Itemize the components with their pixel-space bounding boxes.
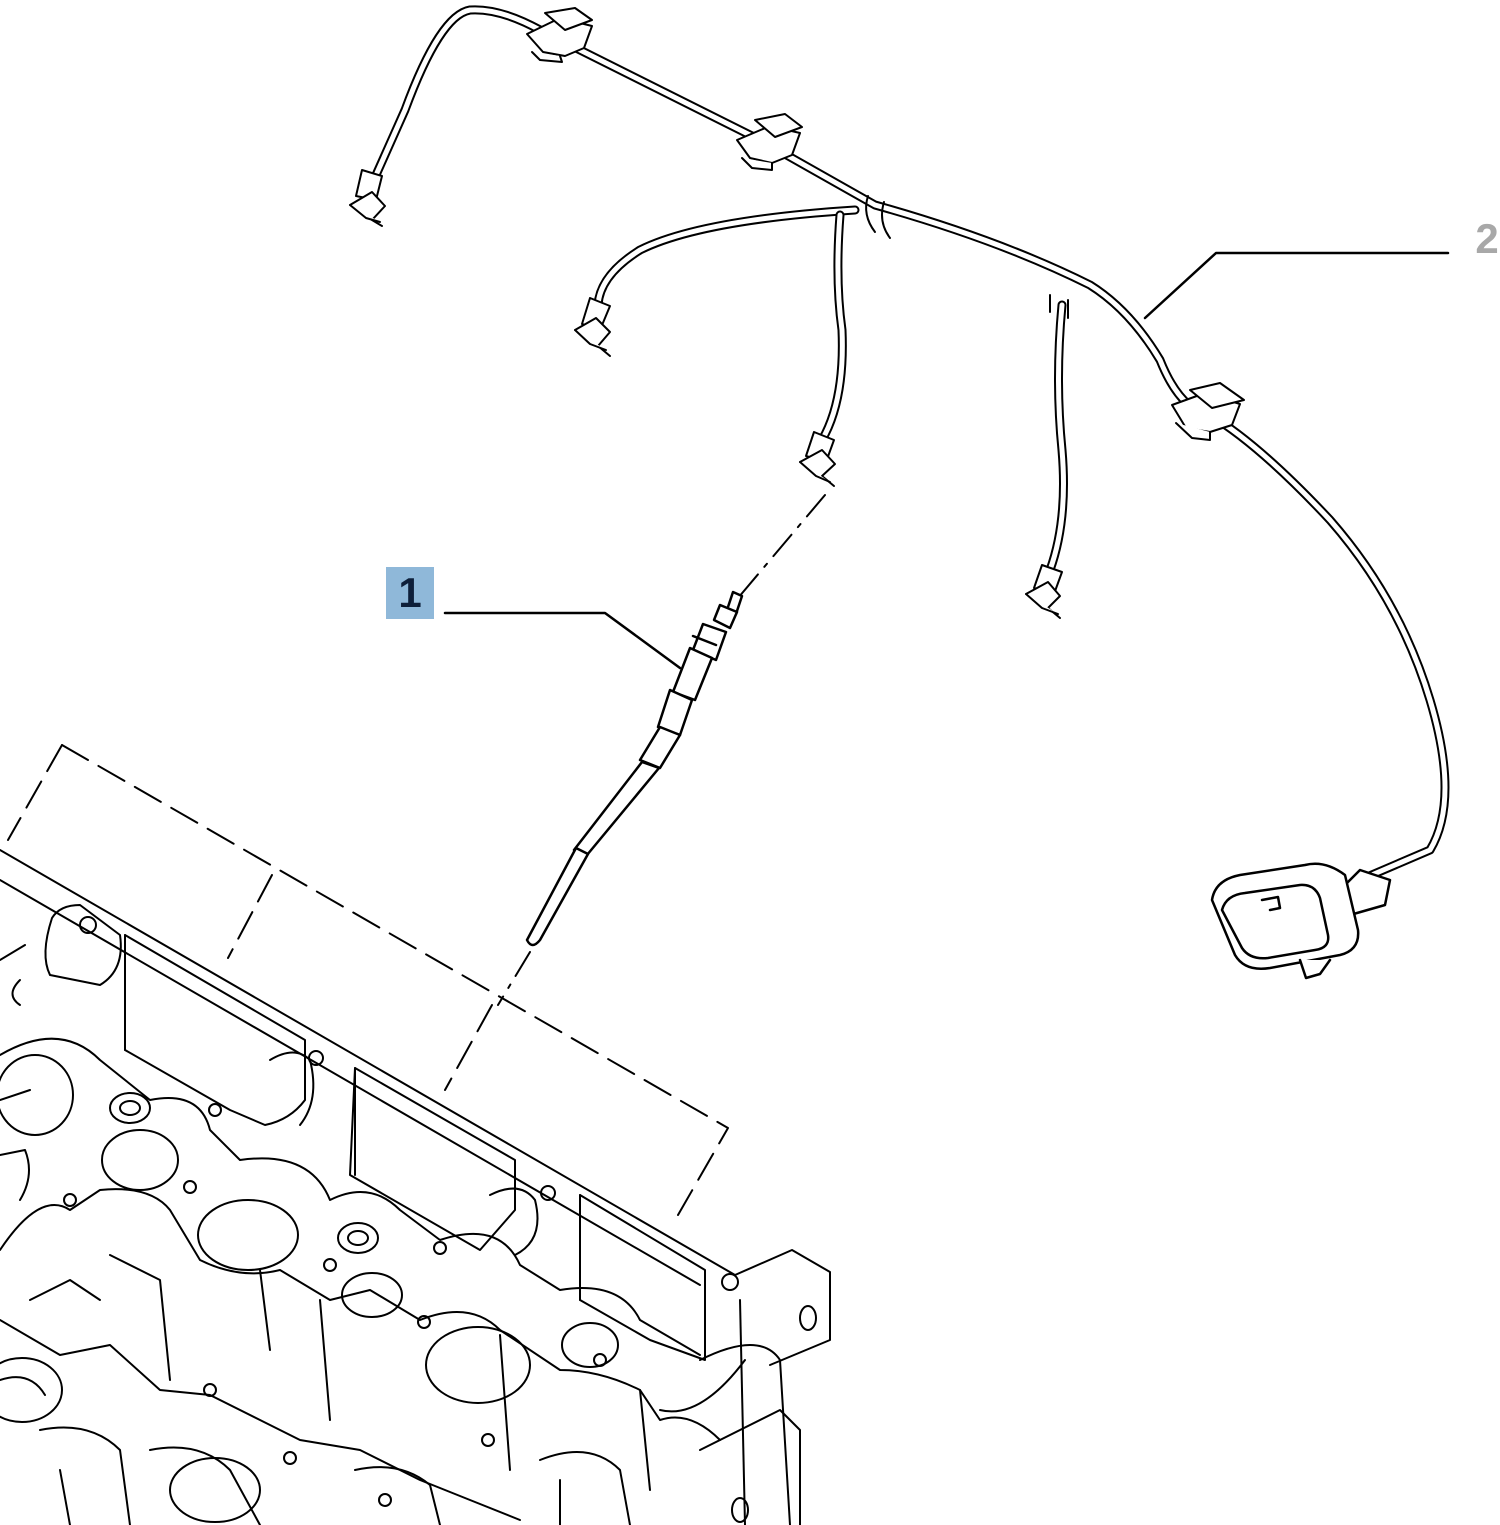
callout-1-badge[interactable]: 1 [386,567,434,619]
harness-main-connector [1210,862,1392,980]
alignment-line [497,951,531,1006]
mounting-outline [61,744,729,1216]
harness-trunk [367,5,1450,885]
cylinder-head [0,744,831,1525]
harness-clip [1171,382,1245,441]
harness-terminal [1025,564,1063,619]
wiring-harness [349,5,1450,980]
leader-line-1 [443,611,682,670]
harness-terminal [574,297,611,357]
harness-clip [736,113,803,171]
leader-line-2 [1143,251,1450,320]
harness-terminal [799,431,836,487]
alignment-line [737,494,826,599]
harness-clip [526,7,593,63]
callout-2-label[interactable]: 2 [1475,215,1499,262]
glow-plug [525,590,744,947]
harness-terminal [349,169,386,227]
